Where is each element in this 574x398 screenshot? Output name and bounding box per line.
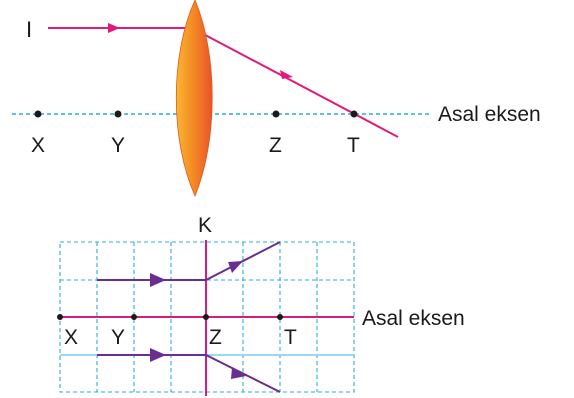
bottom-point-z	[203, 314, 209, 320]
bottom-point-y	[131, 314, 137, 320]
top-point-z	[272, 110, 280, 118]
bottom-point-x	[57, 314, 63, 320]
top-incident-arrow	[108, 23, 120, 33]
bottom-label-t: T	[284, 326, 297, 349]
bottom-label-y: Y	[111, 326, 125, 349]
upper-ray-arrow-2	[228, 261, 243, 273]
lower-ray	[97, 354, 281, 393]
bottom-point-t	[277, 314, 283, 320]
top-label-t: T	[347, 134, 360, 157]
top-diagram: I Asal eksen X Y Z T	[12, 0, 541, 198]
top-axis-label: Asal eksen	[438, 103, 541, 126]
ray-label-i: I	[26, 17, 32, 42]
bottom-axis-label: Asal eksen	[362, 307, 465, 330]
bottom-label-z: Z	[209, 326, 222, 349]
top-refracted-ray	[191, 27, 399, 138]
top-refracted-arrow	[280, 70, 293, 79]
top-point-y	[114, 110, 122, 118]
lens-label-k: K	[198, 214, 212, 237]
bottom-label-x: X	[64, 326, 78, 349]
top-label-x: X	[31, 134, 45, 157]
lower-ray-arrow-1	[150, 348, 166, 362]
lower-ray-arrow-2	[231, 367, 246, 379]
bottom-diagram: K Asal eksen X Y Z T	[57, 214, 465, 396]
converging-lens	[175, 0, 213, 198]
top-label-y: Y	[111, 134, 125, 157]
top-point-x	[34, 110, 42, 118]
upper-ray-arrow-1	[150, 273, 166, 287]
top-point-t	[350, 110, 358, 118]
top-label-z: Z	[269, 134, 282, 157]
upper-ray	[97, 241, 281, 281]
